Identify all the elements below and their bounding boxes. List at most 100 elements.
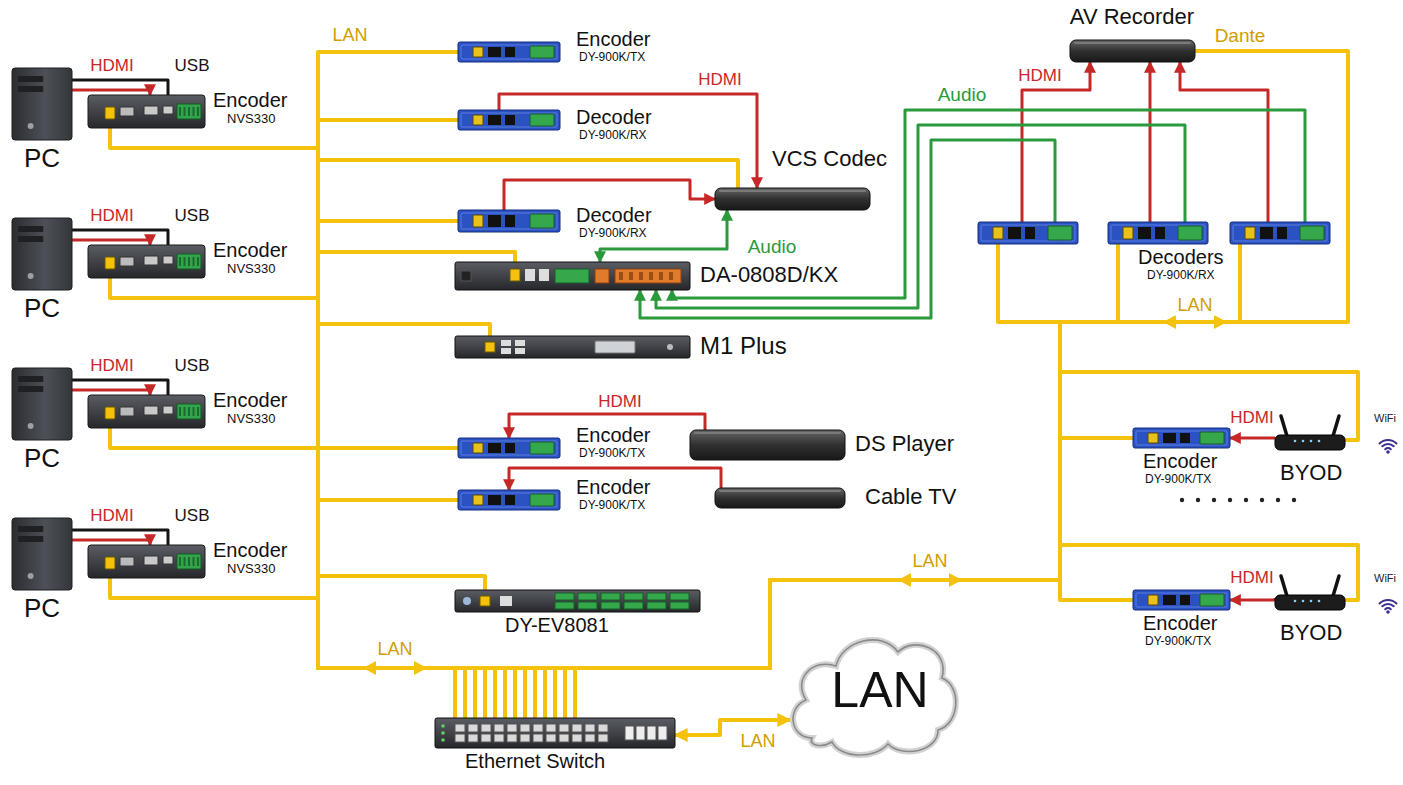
device-label: EncoderDY-900K/TX bbox=[1143, 612, 1218, 649]
signal-label: Dante bbox=[1213, 26, 1268, 47]
model-number: NVS330 bbox=[213, 112, 288, 127]
device-name: LAN bbox=[831, 662, 928, 720]
device-label: AV Recorder bbox=[1070, 4, 1194, 29]
device-picture bbox=[458, 210, 560, 232]
device-label: PC bbox=[24, 444, 60, 474]
device-picture bbox=[1275, 430, 1345, 450]
device-picture bbox=[1133, 590, 1230, 610]
network-cable bbox=[675, 720, 790, 735]
pc-tower: PC bbox=[12, 368, 72, 440]
lan-cloud: LAN bbox=[790, 620, 970, 760]
device-name: M1 Plus bbox=[700, 332, 787, 360]
wifi-icon bbox=[1380, 600, 1397, 614]
device-label: BYOD bbox=[1280, 460, 1342, 485]
network-cable bbox=[575, 51, 1348, 718]
device-name: PC bbox=[24, 144, 60, 174]
device-picture bbox=[12, 218, 72, 290]
network-cable bbox=[575, 244, 1060, 718]
device-label: EncoderDY-900K/TX bbox=[576, 476, 651, 513]
signal-label: HDMI bbox=[596, 393, 643, 412]
device-name: VCS Codec bbox=[772, 146, 887, 171]
network-cable bbox=[318, 252, 535, 718]
device-label: PC bbox=[24, 594, 60, 624]
device-label: DA-0808D/KX bbox=[700, 262, 838, 287]
encoder-box: EncoderNVS330 bbox=[88, 395, 205, 428]
device-label: M1 Plus bbox=[700, 332, 787, 360]
signal-cable bbox=[72, 230, 168, 245]
device-picture bbox=[88, 545, 205, 578]
model-number: NVS330 bbox=[213, 412, 288, 427]
device-label: DY-EV8081 bbox=[505, 614, 609, 637]
network-cable bbox=[318, 52, 495, 718]
device-name: PC bbox=[24, 444, 60, 474]
signal-label: Audio bbox=[746, 237, 799, 258]
pc-tower: PC bbox=[12, 218, 72, 290]
signal-label: HDMI bbox=[88, 507, 135, 526]
device-name: Decoder bbox=[576, 204, 652, 227]
signal-label: LAN bbox=[738, 732, 777, 752]
device-picture bbox=[458, 490, 560, 510]
device-name: AV Recorder bbox=[1070, 4, 1194, 29]
network-cable bbox=[575, 372, 1358, 718]
network-cable bbox=[318, 160, 738, 718]
dsp-rack: DA-0808D/KX bbox=[455, 262, 690, 290]
device-picture bbox=[715, 188, 870, 210]
device-label: EncoderNVS330 bbox=[213, 89, 288, 127]
ellipsis-dots bbox=[1180, 498, 1296, 502]
encoder-box: EncoderNVS330 bbox=[88, 245, 205, 278]
device-name: DY-EV8081 bbox=[505, 614, 609, 637]
device-picture bbox=[455, 336, 690, 358]
signal-cable bbox=[1230, 437, 1275, 440]
device-label: DS Player bbox=[855, 431, 954, 456]
device-label: Ethernet Switch bbox=[465, 750, 605, 773]
device-name: Encoder bbox=[213, 389, 288, 412]
device-picture bbox=[458, 110, 560, 130]
signal-cable bbox=[72, 80, 168, 95]
signal-label: HDMI bbox=[88, 57, 135, 76]
device-name: DA-0808D/KX bbox=[700, 262, 838, 287]
signal-cable bbox=[72, 530, 168, 545]
device-picture bbox=[458, 42, 560, 62]
device-label: DecodersDY-900K/RX bbox=[1138, 246, 1224, 283]
encoder-box: EncoderDY-900K/TX bbox=[458, 490, 560, 510]
signal-cable bbox=[640, 140, 1055, 318]
device-name: Decoder bbox=[576, 106, 652, 129]
signal-label: HDMI bbox=[1228, 409, 1275, 428]
device-picture bbox=[88, 95, 205, 128]
device-label: EncoderDY-900K/TX bbox=[576, 28, 651, 65]
device-picture bbox=[88, 245, 205, 278]
signal-cable bbox=[72, 240, 150, 245]
model-number: DY-900K/TX bbox=[576, 51, 651, 65]
device-name: Encoder bbox=[1143, 450, 1218, 473]
device-picture bbox=[12, 518, 72, 590]
signal-cable bbox=[72, 380, 168, 395]
model-number: DY-900K/TX bbox=[576, 499, 651, 513]
signal-label: HDMI bbox=[88, 207, 135, 226]
network-label: LAN bbox=[330, 26, 369, 46]
decoder-box: DecoderDY-900K/RX bbox=[458, 210, 560, 232]
byod-router: BYOD bbox=[1275, 590, 1345, 610]
device-name: Decoders bbox=[1138, 246, 1224, 269]
device-label: DecoderDY-900K/RX bbox=[576, 106, 652, 143]
signal-cable bbox=[72, 390, 150, 395]
network-label: LAN bbox=[1175, 296, 1214, 316]
device-picture bbox=[1133, 428, 1230, 448]
signal-cable bbox=[1149, 62, 1152, 222]
network-cable bbox=[318, 221, 525, 718]
device-name: Ethernet Switch bbox=[465, 750, 605, 773]
network-cable bbox=[110, 578, 485, 718]
network-cable bbox=[318, 448, 555, 718]
device-label: LAN bbox=[831, 662, 928, 720]
device-name: Encoder bbox=[213, 89, 288, 112]
network-label: LAN bbox=[375, 640, 414, 660]
device-label: PC bbox=[24, 294, 60, 324]
encoder-box: EncoderDY-900K/TX bbox=[458, 42, 560, 62]
device-label: Cable TV bbox=[865, 484, 956, 509]
encoder-box: EncoderDY-900K/TX bbox=[458, 438, 560, 458]
pc-tower: PC bbox=[12, 68, 72, 140]
encoder-box: EncoderNVS330 bbox=[88, 545, 205, 578]
tv-box: Cable TV bbox=[715, 488, 845, 508]
device-picture bbox=[12, 368, 72, 440]
device-picture bbox=[690, 430, 845, 460]
